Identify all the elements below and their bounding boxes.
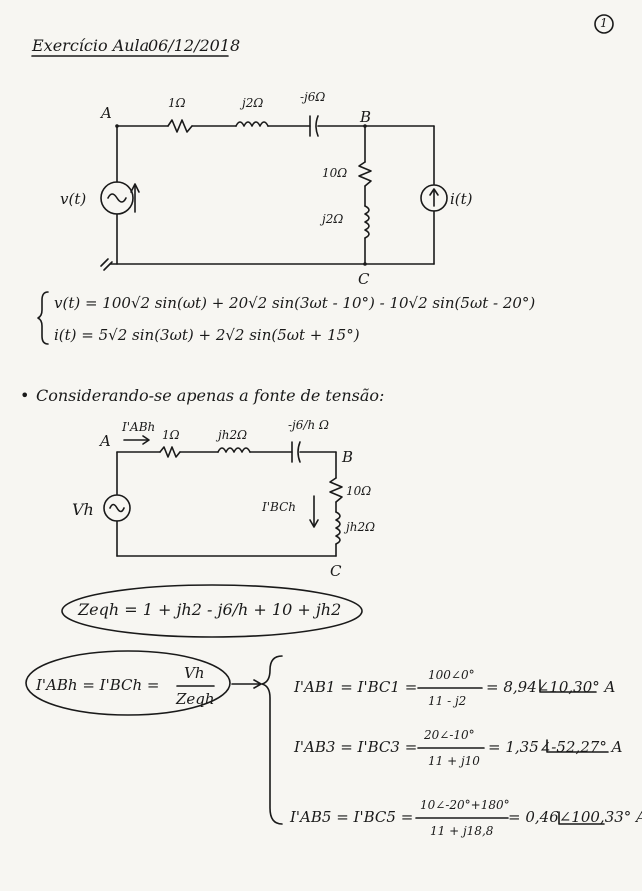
equation-i: i(t) = 5√2 sin(3ωt) + 2√2 sin(5ωt + 15°) xyxy=(54,326,360,344)
c2-source: Vh xyxy=(72,500,94,519)
current-def-lhs: I'ABh = I'BCh = xyxy=(36,676,160,694)
circuit-2 xyxy=(103,435,343,557)
c2-c-series: -j6/h Ω xyxy=(288,418,329,432)
page-number-circle xyxy=(594,14,614,34)
section-heading: Considerando-se apenas a fonte de tensão… xyxy=(36,386,385,405)
equation-v: v(t) = 100√2 sin(ωt) + 20√2 sin(3ωt - 10… xyxy=(54,294,536,312)
c1-l-branch: j2Ω xyxy=(322,212,344,226)
c1-node-b: B xyxy=(360,108,372,126)
zeq-oval xyxy=(61,584,363,638)
result-3-num: 10∠-20°+180° xyxy=(420,798,510,812)
c2-l-series: jh2Ω xyxy=(218,428,248,442)
equation-brace xyxy=(37,291,49,345)
results-brace xyxy=(261,655,283,825)
result-2-den: 11 + j10 xyxy=(428,754,480,768)
current-def-num: Vh xyxy=(184,664,205,682)
c1-node-c: C xyxy=(358,270,370,288)
c1-l-series: j2Ω xyxy=(242,96,264,110)
c2-node-c: C xyxy=(330,562,342,580)
result-2-lhs: I'AB3 = I'BC3 = xyxy=(294,738,418,756)
current-def-den: Zeqh xyxy=(176,690,215,708)
result-1-value: = 8,94∠10,30° A xyxy=(486,678,616,696)
bullet: • xyxy=(20,386,30,405)
result-3-den: 11 + j18,8 xyxy=(430,824,494,838)
c2-current-ab: I'ABh xyxy=(122,420,156,434)
c2-node-b: B xyxy=(342,448,354,466)
zeq-expression: Zeqh = 1 + jh2 - j6/h + 10 + jh2 xyxy=(78,600,342,619)
circuit-1 xyxy=(100,115,448,271)
c1-node-a: A xyxy=(101,104,112,122)
page-number: 1 xyxy=(600,16,608,30)
result-1-num: 100∠0° xyxy=(428,668,475,682)
result-3-value: = 0,46∠100,33° A xyxy=(508,808,642,826)
date: 06/12/2018 xyxy=(148,36,241,55)
c2-current-bc: I'BCh xyxy=(262,500,296,514)
c1-v-source: v(t) xyxy=(60,190,87,208)
result-1-lhs: I'AB1 = I'BC1 = xyxy=(294,678,418,696)
c2-node-a: A xyxy=(100,432,111,450)
result-2-value: = 1,35∠-52,27° A xyxy=(488,738,623,756)
result-1-den: 11 - j2 xyxy=(428,694,467,708)
c1-r-series: 1Ω xyxy=(168,96,186,110)
result-3-lhs: I'AB5 = I'BC5 = xyxy=(290,808,414,826)
c1-i-source: i(t) xyxy=(450,190,473,208)
c1-c-series: -j6Ω xyxy=(300,90,326,104)
result-2-num: 20∠-10° xyxy=(424,728,475,742)
c1-r-branch: 10Ω xyxy=(322,166,348,180)
c2-l-branch: jh2Ω xyxy=(346,520,376,534)
c2-r-branch: 10Ω xyxy=(346,484,372,498)
title: Exercício Aula xyxy=(32,36,150,55)
current-oval xyxy=(25,650,231,716)
c2-r-series: 1Ω xyxy=(162,428,180,442)
